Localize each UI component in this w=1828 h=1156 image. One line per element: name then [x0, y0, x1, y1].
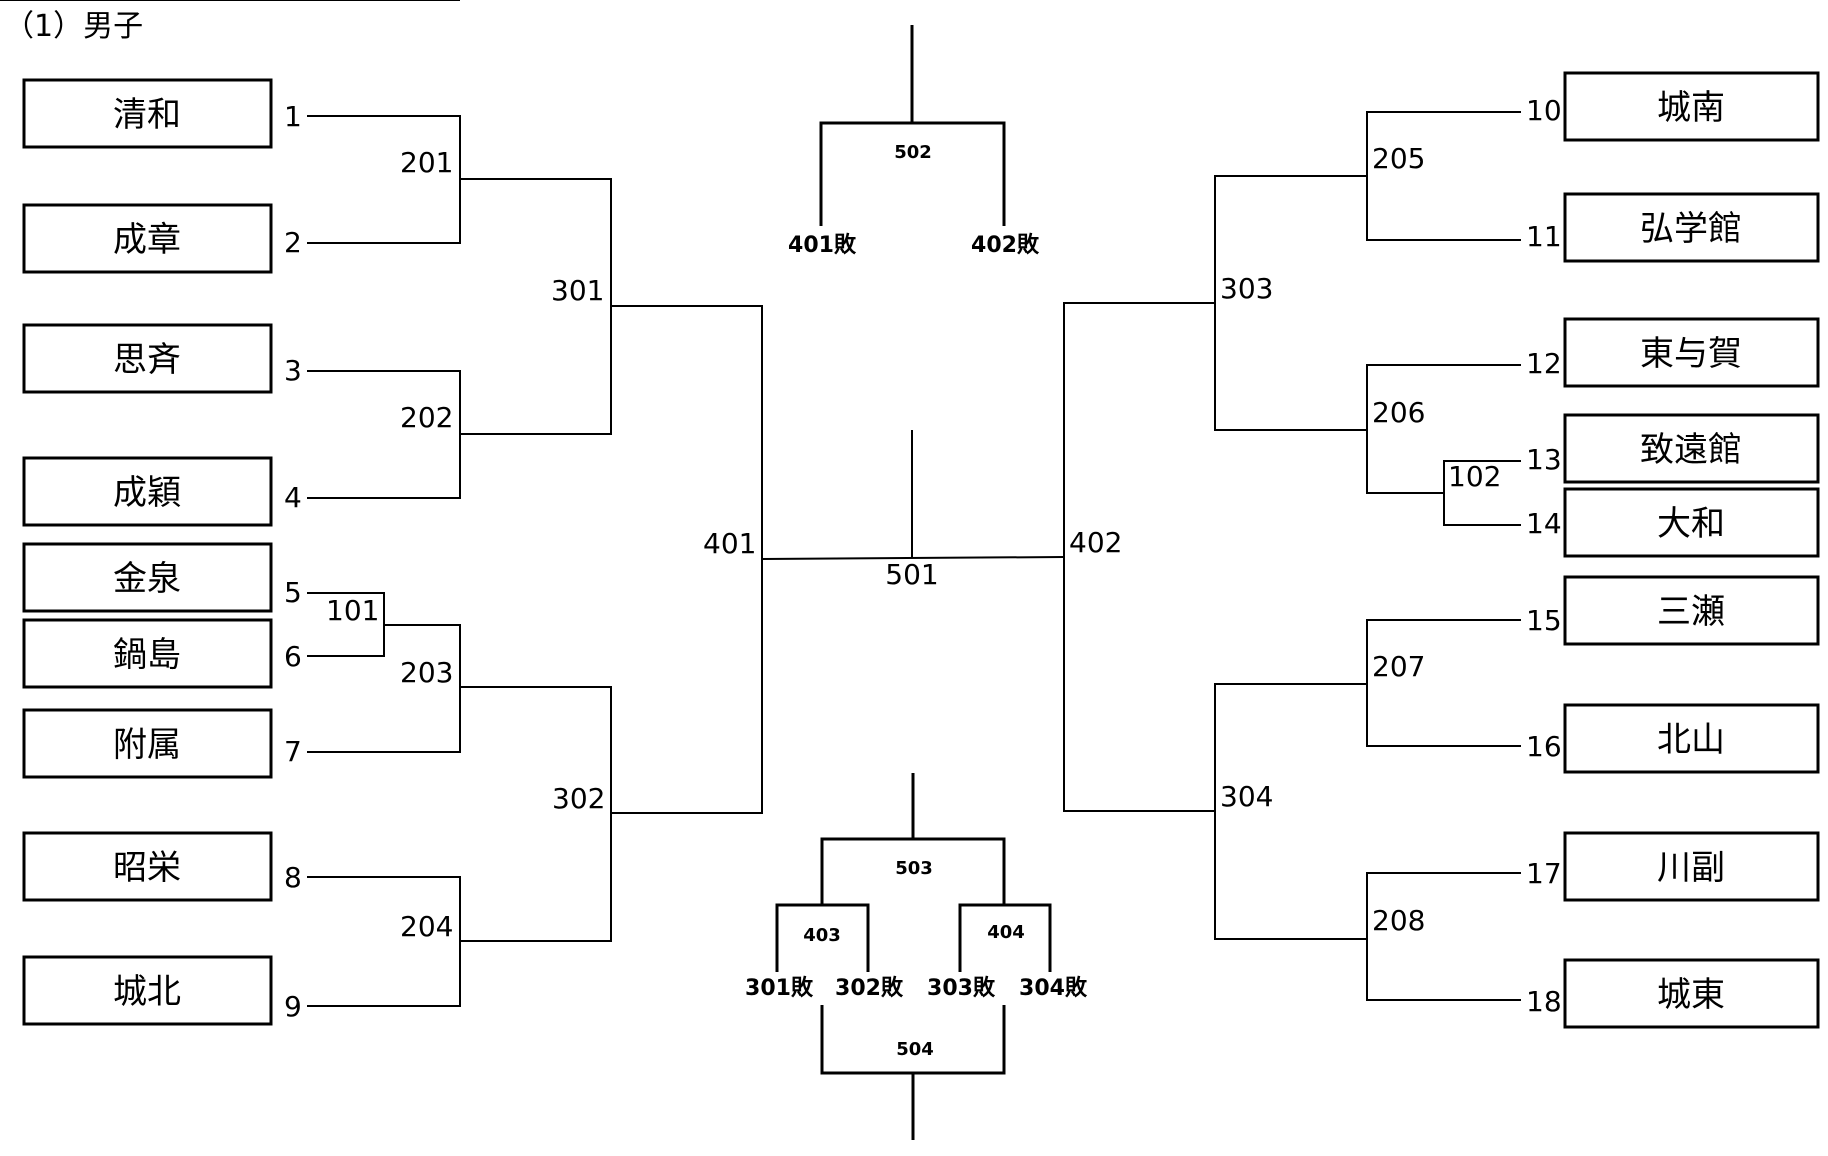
left-team-金泉: 金泉 [22, 542, 273, 613]
left-team-鍋島: 鍋島 [22, 618, 273, 689]
seed-number: 15 [1526, 604, 1562, 637]
match-number: 304 [1220, 780, 1273, 813]
right-team-北山: 北山 [1563, 703, 1820, 774]
match-number: 101 [326, 594, 379, 627]
match-number: 402 [1069, 526, 1122, 559]
consolation-lines [775, 773, 1052, 1140]
match-number: 205 [1372, 142, 1425, 175]
seed-number: 5 [284, 576, 302, 609]
match-number: 202 [400, 401, 453, 434]
team-name: 鍋島 [113, 635, 181, 675]
match-number: 302 [552, 782, 605, 815]
final-match-number: 501 [885, 558, 938, 591]
team-name: 附属 [113, 725, 181, 765]
match-number: 401 [703, 527, 756, 560]
seed-number: 9 [284, 990, 302, 1023]
team-name: 成穎 [113, 473, 181, 513]
team-name: 東与賀 [1640, 334, 1742, 374]
seed-number: 4 [284, 481, 302, 514]
page-title: （1）男子 [4, 9, 143, 44]
match-number: 502 [894, 142, 932, 163]
left-team-城北: 城北 [22, 955, 273, 1026]
seed-number: 18 [1526, 985, 1562, 1018]
match-number: 208 [1372, 904, 1425, 937]
team-name: 昭栄 [113, 848, 181, 888]
match-number: 403 [803, 925, 841, 946]
team-name: 清和 [113, 95, 181, 135]
seed-number: 12 [1526, 347, 1562, 380]
match-number: 504 [896, 1039, 934, 1060]
team-name: 川副 [1657, 848, 1725, 888]
match-number: 201 [400, 146, 453, 179]
match-number: 204 [400, 910, 453, 943]
match-number: 203 [400, 656, 453, 689]
match-502-lines [819, 25, 1006, 226]
right-bracket-lines [1063, 111, 1521, 1001]
loser-label: 402敗 [971, 233, 1040, 258]
loser-label: 301敗 [745, 976, 814, 1001]
seed-number: 3 [284, 354, 302, 387]
right-team-三瀬: 三瀬 [1563, 575, 1820, 646]
left-team-成穎: 成穎 [22, 456, 273, 527]
team-name: 城北 [113, 972, 181, 1012]
match-number: 503 [895, 858, 933, 879]
seed-number: 8 [284, 861, 302, 894]
team-name: 大和 [1657, 504, 1725, 544]
loser-label: 304敗 [1019, 976, 1088, 1001]
match-number: 206 [1372, 396, 1425, 429]
team-name: 致遠館 [1640, 430, 1742, 470]
match-number: 207 [1372, 650, 1425, 683]
team-name: 三瀬 [1657, 592, 1725, 632]
right-team-城南: 城南 [1563, 71, 1820, 142]
left-team-清和: 清和 [22, 78, 273, 149]
right-team-弘学館: 弘学館 [1563, 192, 1820, 263]
left-team-成章: 成章 [22, 203, 273, 274]
seed-number: 14 [1526, 507, 1562, 540]
left-team-附属: 附属 [22, 708, 273, 779]
seed-number: 7 [284, 735, 302, 768]
match-number: 303 [1220, 272, 1273, 305]
loser-label: 401敗 [788, 233, 857, 258]
loser-label: 302敗 [835, 976, 904, 1001]
seed-number: 2 [284, 226, 302, 259]
team-name: 成章 [113, 220, 181, 260]
team-name: 城南 [1657, 88, 1725, 128]
team-name: 金泉 [113, 559, 181, 599]
right-team-東与賀: 東与賀 [1563, 317, 1820, 388]
left-team-昭栄: 昭栄 [22, 831, 273, 902]
seed-number: 13 [1526, 443, 1562, 476]
match-number: 102 [1448, 460, 1501, 493]
right-team-城東: 城東 [1563, 958, 1820, 1029]
loser-label: 303敗 [927, 976, 996, 1001]
seed-number: 1 [284, 100, 302, 133]
team-name: 城東 [1657, 975, 1725, 1015]
match-number: 301 [551, 274, 604, 307]
seed-number: 11 [1526, 220, 1562, 253]
right-team-致遠館: 致遠館 [1563, 413, 1820, 484]
team-name: 思斉 [113, 340, 181, 380]
match-number: 404 [987, 922, 1025, 943]
right-team-川副: 川副 [1563, 831, 1820, 902]
team-name: 北山 [1657, 720, 1725, 760]
team-name: 弘学館 [1640, 209, 1742, 249]
seed-number: 16 [1526, 730, 1562, 763]
final-match-lines [761, 430, 1065, 560]
seed-number: 17 [1526, 857, 1562, 890]
right-team-大和: 大和 [1563, 487, 1820, 558]
left-team-思斉: 思斉 [22, 323, 273, 394]
left-bracket-lines [0, 0, 763, 1007]
seed-number: 10 [1526, 94, 1562, 127]
seed-number: 6 [284, 640, 302, 673]
